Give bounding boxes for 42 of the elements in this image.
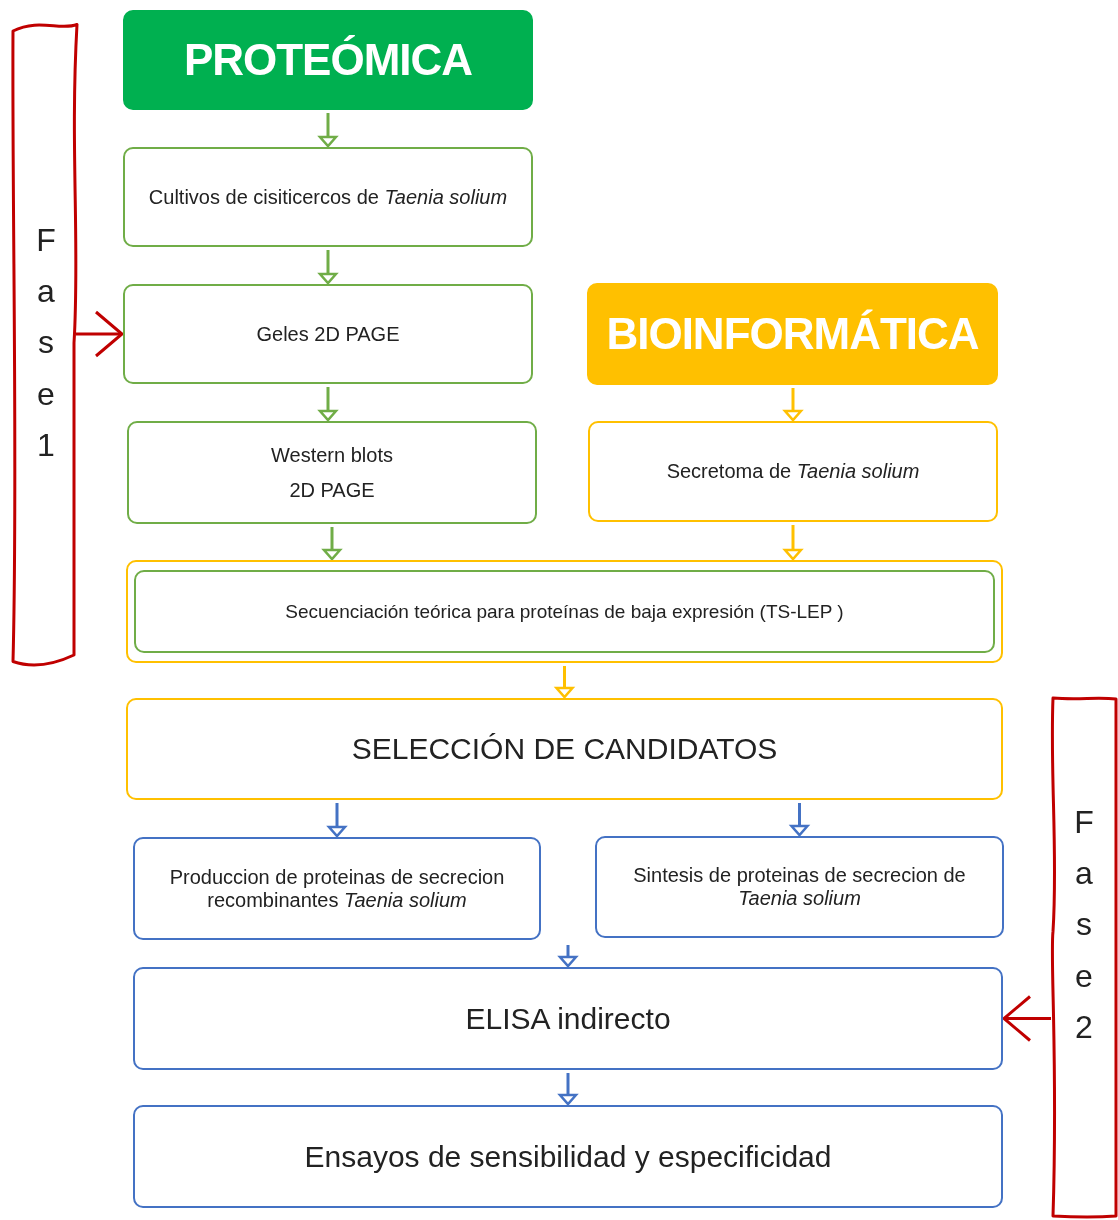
process-box <box>134 570 995 653</box>
process-box <box>123 147 533 247</box>
heading-text: PROTEÓMICA <box>183 35 473 85</box>
process-box <box>588 421 998 522</box>
arrow <box>318 387 338 422</box>
box-text: Secuenciación teórica para proteínas de baja expresión (TS-LEP ) <box>285 600 844 623</box>
box-text: 2D PAGE <box>289 478 375 502</box>
process-box <box>127 421 537 524</box>
heading-text: BIOINFORMÁTICA <box>606 309 979 359</box>
arrow <box>783 525 803 561</box>
arrow <box>558 1073 578 1106</box>
box-text: Produccion de proteinas de secrecion recombinantes Taenia solium <box>168 865 506 912</box>
process-box <box>133 967 1003 1070</box>
box-text: SELECCIÓN DE CANDIDATOS <box>351 732 778 766</box>
heading-box <box>587 283 998 385</box>
arrow <box>790 803 809 837</box>
arrow <box>783 388 803 422</box>
arrow <box>555 666 574 699</box>
box-text: Cultivos de cisiticercos de Taenia solium <box>148 185 508 209</box>
arrow <box>322 527 342 561</box>
pointer-arrow <box>76 310 124 358</box>
box-text: Western blots <box>271 443 393 467</box>
arrow <box>327 803 347 838</box>
heading-box <box>123 10 533 110</box>
arrow <box>318 250 338 285</box>
process-box <box>133 837 541 940</box>
phase-label: Fase 2 <box>1073 803 1095 1047</box>
process-box <box>133 1105 1003 1208</box>
box-text: Secretoma de Taenia solium <box>666 460 920 483</box>
phase-label: Fase 1 <box>35 221 57 465</box>
process-box <box>123 284 533 384</box>
box-text: ELISA indirecto <box>465 1001 671 1036</box>
process-box <box>126 698 1003 800</box>
box-text: Ensayos de sensibilidad y especificidad <box>304 1139 832 1174</box>
arrow <box>318 113 338 148</box>
phase-bracket <box>1050 697 1118 1218</box>
pointer-arrow <box>1002 995 1051 1042</box>
arrow <box>558 945 578 968</box>
group-box <box>126 560 1003 663</box>
box-text: Geles 2D PAGE <box>256 322 400 346</box>
process-box <box>595 836 1004 938</box>
box-text: Sintesis de proteinas de secrecion de Taenia solium <box>632 864 967 910</box>
